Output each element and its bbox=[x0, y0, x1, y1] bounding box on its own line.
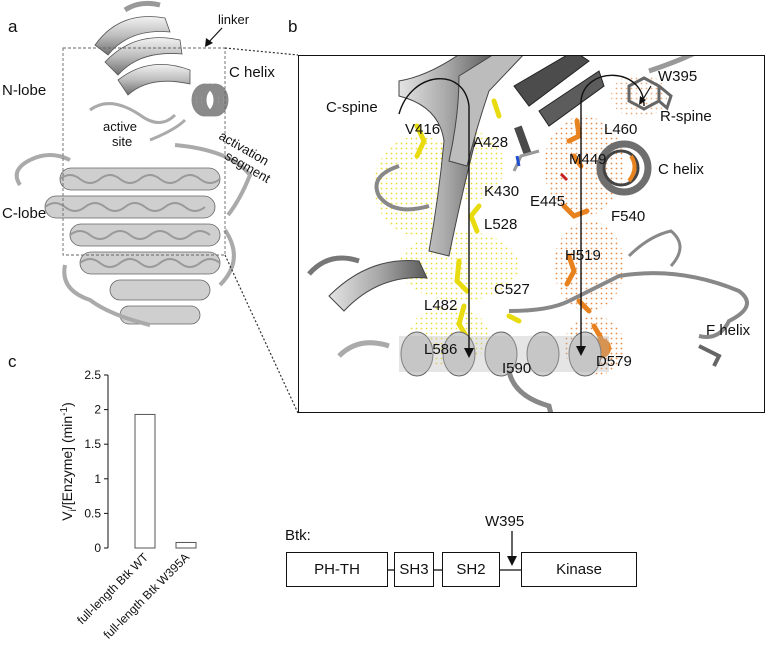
y-axis-label: Vi/[Enzyme] (min-1) bbox=[59, 402, 79, 521]
c-helix-label-a: C helix bbox=[229, 64, 275, 81]
kinase-structure-illustration bbox=[14, 0, 253, 327]
domain-kinase: Kinase bbox=[521, 552, 637, 587]
f-helix-label: F helix bbox=[706, 322, 751, 339]
y-tick-label: 0.5 bbox=[84, 506, 101, 520]
residue-l460: L460 bbox=[604, 121, 638, 138]
active-site-label-2: site bbox=[112, 134, 133, 149]
n-lobe-label: N-lobe bbox=[2, 82, 47, 99]
residue-e445: E445 bbox=[530, 193, 566, 210]
residue-i590: I590 bbox=[502, 360, 532, 377]
residue-d579: D579 bbox=[596, 353, 632, 370]
c-lobe-label: C-lobe bbox=[2, 205, 47, 222]
panel-letter-a: a bbox=[8, 17, 18, 36]
y-tick-label: 2 bbox=[94, 403, 101, 417]
y-tick-label: 1 bbox=[94, 472, 101, 486]
domain-sh3: SH3 bbox=[394, 552, 434, 587]
mutation-label-w395: W395 bbox=[485, 513, 525, 530]
domain-sh2: SH2 bbox=[442, 552, 500, 587]
residue-v416: V416 bbox=[405, 121, 441, 138]
domain-map-title: Btk: bbox=[285, 527, 311, 544]
y-tick-label: 0 bbox=[94, 541, 101, 555]
residue-h519: H519 bbox=[565, 247, 601, 264]
residue-l482: L482 bbox=[424, 297, 458, 314]
residue-w395: W395 bbox=[658, 68, 698, 85]
r-spine-label: R-spine bbox=[660, 108, 712, 125]
panel-letter-c: c bbox=[8, 352, 17, 371]
residue-l528: L528 bbox=[484, 216, 518, 233]
c-helix-label-b: C helix bbox=[658, 161, 704, 178]
spine-zoom-panel bbox=[298, 55, 765, 413]
residue-a428: A428 bbox=[473, 134, 509, 151]
linker-label: linker bbox=[218, 12, 250, 27]
active-site-label-1: active bbox=[103, 119, 137, 134]
c-spine-label: C-spine bbox=[326, 99, 378, 116]
residue-m449: M449 bbox=[569, 151, 607, 168]
residue-f540: F540 bbox=[611, 208, 646, 225]
domain-ph-th: PH-TH bbox=[286, 552, 388, 587]
panel-letter-b: b bbox=[288, 17, 298, 36]
y-tick-label: 2.5 bbox=[84, 368, 101, 382]
spine-structure-illustration bbox=[307, 56, 749, 412]
residue-l586: L586 bbox=[424, 341, 458, 358]
residue-k430: K430 bbox=[484, 183, 520, 200]
residue-c527: C527 bbox=[494, 281, 530, 298]
y-tick-label: 1.5 bbox=[84, 437, 101, 451]
bar-1 bbox=[175, 541, 197, 549]
bar-0 bbox=[134, 413, 156, 549]
